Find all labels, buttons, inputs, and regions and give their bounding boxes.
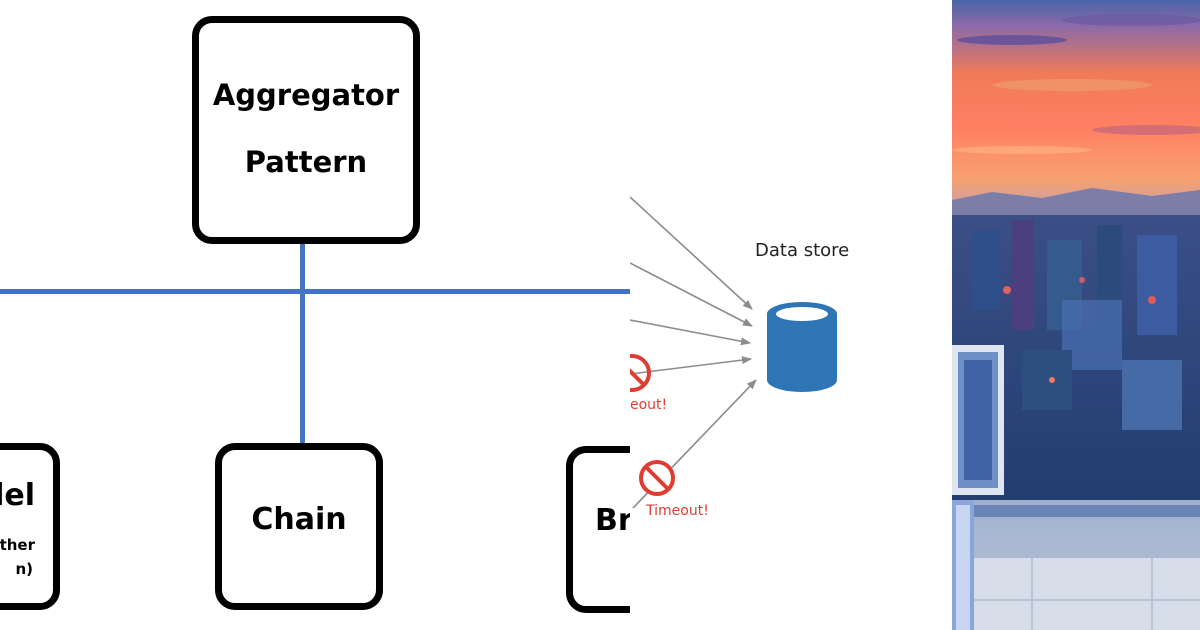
- city-sunset-painting: [952, 0, 1200, 630]
- vertical-connector: [300, 244, 305, 444]
- arrow-2: [630, 262, 753, 327]
- parallel-subtitle-line2: n): [15, 560, 33, 578]
- aggregator-pattern-box: Aggregator Pattern: [192, 16, 420, 244]
- timeout-icon-partial: [630, 354, 651, 392]
- aggregator-diagram: Aggregator Pattern llel ather n) Chain B…: [0, 16, 630, 613]
- pattern-label: Pattern: [244, 145, 368, 179]
- parallel-subtitle-line1: ather: [0, 536, 35, 554]
- branch-box: Bra: [566, 446, 630, 613]
- database-icon: [767, 302, 837, 392]
- arrow-1: [630, 196, 753, 310]
- chain-box: Chain: [215, 443, 383, 610]
- data-store-graphic: [630, 196, 837, 509]
- chain-title: Chain: [251, 502, 347, 537]
- painting-image: [952, 0, 1200, 630]
- arrow-3: [630, 319, 751, 346]
- branch-title: Bra: [595, 503, 630, 538]
- horizontal-connector: [0, 289, 630, 294]
- aggregator-label: Aggregator: [212, 78, 400, 112]
- timeout-label: Timeout!: [646, 503, 709, 519]
- timeout-icon: [639, 460, 675, 496]
- parallel-title: llel: [0, 478, 35, 513]
- data-store-title: Data store: [755, 240, 850, 261]
- data-store-panel: Data store eout! Timeout!: [630, 0, 952, 630]
- parallel-box: llel ather n): [0, 443, 60, 610]
- timeout-label-partial: eout!: [630, 397, 668, 413]
